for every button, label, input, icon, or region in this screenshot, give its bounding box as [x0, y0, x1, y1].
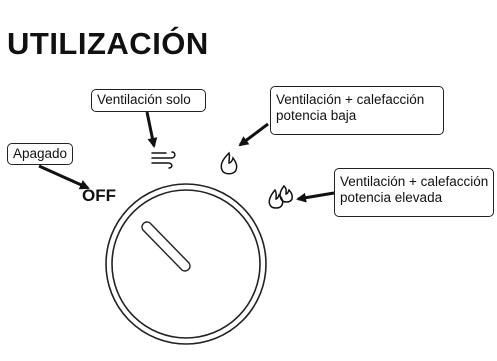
callout-potencia-elevada-line1: Ventilación + calefacción	[340, 174, 489, 189]
arrow-ventilacion-solo	[145, 111, 158, 148]
callout-potencia-baja: Ventilación + calefacción potencia baja	[270, 86, 444, 135]
dial-pointer	[141, 221, 191, 272]
callout-apagado: Apagado	[7, 143, 73, 165]
rotary-dial[interactable]	[105, 183, 267, 345]
arrow-potencia-baja	[238, 122, 269, 147]
arrow-potencia-elevada	[296, 191, 335, 203]
callout-ventilacion-solo-text: Ventilación solo	[97, 92, 191, 107]
callout-ventilacion-solo: Ventilación solo	[91, 89, 206, 112]
callout-potencia-baja-line1: Ventilación + calefacción	[276, 92, 425, 107]
page-title: UTILIZACIÓN	[7, 26, 209, 61]
single-flame-icon	[220, 151, 238, 175]
callout-apagado-text: Apagado	[13, 146, 68, 161]
callout-potencia-elevada-line2: potencia elevada	[340, 190, 443, 205]
arrow-apagado	[38, 164, 90, 190]
callout-potencia-baja-line2: potencia baja	[276, 108, 357, 123]
fan-icon	[151, 151, 176, 169]
double-flame-icon	[268, 184, 293, 209]
callout-potencia-elevada: Ventilación + calefacción potencia eleva…	[334, 168, 494, 217]
off-label: OFF	[82, 186, 116, 205]
